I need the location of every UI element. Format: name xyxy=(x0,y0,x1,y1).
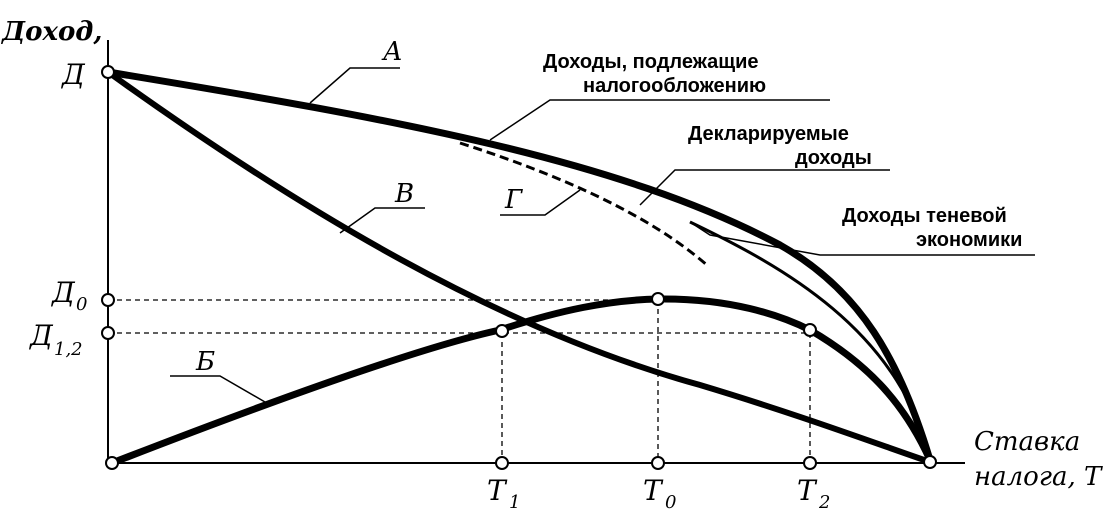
curve-letter-v: В xyxy=(394,179,414,209)
curve-shadow-economy xyxy=(689,220,932,461)
point-t1 xyxy=(495,456,509,470)
annotation-declared-line1: Декларируемые xyxy=(688,123,849,145)
y-axis-label: Доход, xyxy=(0,17,102,47)
tick-d12-main: Д xyxy=(28,319,54,352)
tick-t2-main: T xyxy=(797,474,818,507)
tick-t0-main: T xyxy=(643,474,664,507)
tick-t0-sub: 0 xyxy=(665,492,676,513)
curve-letter-a: А xyxy=(381,37,403,67)
x-axis-label-line2: налога, T xyxy=(974,462,1103,492)
point-origin xyxy=(105,456,119,470)
curve-b-laffer xyxy=(110,295,934,467)
tick-d: Д xyxy=(60,58,86,91)
curve-letter-b: Б xyxy=(195,347,215,377)
point-t-max xyxy=(923,455,937,469)
point-t2 xyxy=(803,456,817,470)
point-d12 xyxy=(101,326,115,340)
annotation-declared-line2: доходы xyxy=(795,147,872,169)
point-t0 xyxy=(651,456,665,470)
curve-a-taxable-income xyxy=(107,68,934,462)
tick-t1-sub: 1 xyxy=(509,492,520,513)
tick-t1-main: T xyxy=(487,474,508,507)
leader-taxable xyxy=(489,99,830,141)
point-d0 xyxy=(101,293,115,307)
point-b-t0 xyxy=(651,292,665,306)
tick-t2-sub: 2 xyxy=(818,492,830,513)
curve-g-declared-income xyxy=(459,141,709,268)
curve-letter-g: Г xyxy=(504,185,523,215)
annotation-shadow-line2: экономики xyxy=(916,229,1022,251)
leader-declared xyxy=(639,169,890,206)
leader-shadow xyxy=(689,221,1035,256)
leader-v xyxy=(339,207,425,234)
tick-d0-sub: 0 xyxy=(76,294,87,315)
leader-b xyxy=(170,375,266,403)
tick-d0-main: Д xyxy=(50,276,76,309)
leader-a xyxy=(309,67,400,104)
annotation-shadow-line1: Доходы теневой xyxy=(842,205,1007,227)
leader-g xyxy=(500,189,581,216)
x-axis-label-line1: Ставка xyxy=(974,427,1080,457)
curve-v xyxy=(106,69,931,465)
point-b-t2 xyxy=(803,323,817,337)
annotation-taxable-line2: налогообложению xyxy=(583,75,766,97)
tick-d12-sub: 1,2 xyxy=(54,339,83,360)
point-d xyxy=(101,65,115,79)
point-b-t1 xyxy=(495,324,509,338)
annotation-taxable-line1: Доходы, подлежащие xyxy=(543,51,759,73)
